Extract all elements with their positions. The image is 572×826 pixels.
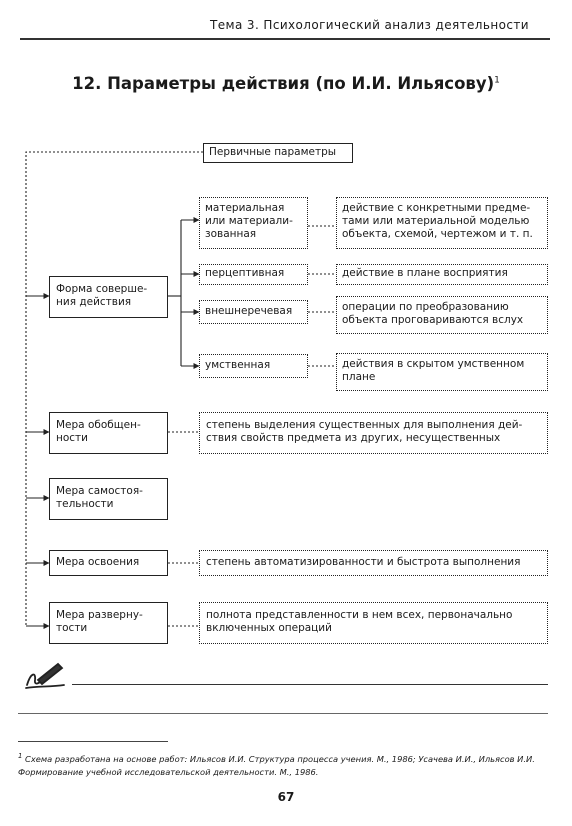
kind-perceptual-desc: действие в плане восприятия <box>336 264 548 285</box>
param-form-box: Форма соверше- ния действия <box>49 276 168 318</box>
pen-writing-icon <box>25 662 65 689</box>
kind-label-line: материальная <box>205 202 285 214</box>
kind-speech-desc: операции по преобразованию объекта прого… <box>336 296 548 334</box>
main-spine-line <box>25 151 203 626</box>
kind-mental-box: умственная <box>199 354 308 378</box>
kind-label-line: умственная <box>205 359 271 371</box>
param-label-line: Мера разверну- <box>56 609 143 621</box>
kind-label-line: или материали- <box>205 215 293 227</box>
separator-line <box>18 713 548 714</box>
param-generality-box: Мера обобщен- ности <box>49 412 168 454</box>
form-label-line: ния действия <box>56 296 132 308</box>
root-box: Первичные параметры <box>203 143 353 163</box>
param-label-line: Мера обобщен- <box>56 419 141 431</box>
footnote: 1 Схема разработана на основе работ: Иль… <box>18 750 553 779</box>
root-label: Первичные параметры <box>209 146 337 158</box>
kind-label-line: перцептивная <box>205 267 285 279</box>
generality-desc: степень выделения существенных для выпол… <box>199 412 548 454</box>
param-label-line: Мера освоения <box>56 556 140 568</box>
param-label-line: ности <box>56 432 89 444</box>
kind-label-line: зованная <box>205 228 257 240</box>
kind-material-desc: действие с конкретными предме- тами или … <box>336 197 548 249</box>
writing-line <box>72 684 548 685</box>
title-text: 12. Параметры действия (по И.И. Ильясову… <box>72 74 495 93</box>
desc-line: степень автоматизированности и быстрота … <box>206 556 521 568</box>
desc-line: объекта проговариваются вслух <box>342 314 524 326</box>
page-title: 12. Параметры действия (по И.И. Ильясову… <box>0 74 572 93</box>
desc-line: объекта, схемой, чертежом и т. п. <box>342 228 533 240</box>
page-number: 67 <box>277 790 295 804</box>
param-label-line: тости <box>56 622 88 634</box>
running-head: Тема 3. Психологический анализ деятельно… <box>210 18 529 32</box>
desc-line: степень выделения существенных для выпол… <box>206 419 523 431</box>
desc-line: включенных операций <box>206 622 332 634</box>
expansion-desc: полнота представленности в нем всех, пер… <box>199 602 548 644</box>
kind-material-box: материальная или материали- зованная <box>199 197 308 249</box>
param-independence-box: Мера самостоя- тельности <box>49 478 168 520</box>
desc-line: полнота представленности в нем всех, пер… <box>206 609 513 621</box>
form-label-line: Форма соверше- <box>56 283 148 295</box>
footnote-text: Схема разработана на основе работ: Ильяс… <box>18 753 535 777</box>
desc-line: действие в плане восприятия <box>342 267 508 279</box>
desc-line: действие с конкретными предме- <box>342 202 531 214</box>
footnote-rule <box>18 741 168 742</box>
desc-line: действия в скрытом умственном <box>342 358 525 370</box>
header-rule <box>20 38 550 40</box>
param-expansion-box: Мера разверну- тости <box>49 602 168 644</box>
desc-line: плане <box>342 371 376 383</box>
desc-line: операции по преобразованию <box>342 301 509 313</box>
kind-label-line: внешнеречевая <box>205 305 293 317</box>
desc-line: ствия свойств предмета из других, несуще… <box>206 432 501 444</box>
kind-speech-box: внешнеречевая <box>199 300 308 324</box>
param-label-line: тельности <box>56 498 114 510</box>
kind-perceptual-box: перцептивная <box>199 264 308 285</box>
param-label-line: Мера самостоя- <box>56 485 143 497</box>
title-footnote-mark: 1 <box>494 75 500 86</box>
kind-mental-desc: действия в скрытом умственном плане <box>336 353 548 391</box>
footnote-mark: 1 <box>18 752 23 760</box>
mastery-desc: степень автоматизированности и быстрота … <box>199 550 548 576</box>
param-mastery-box: Мера освоения <box>49 550 168 576</box>
desc-line: тами или материальной моделью <box>342 215 530 227</box>
